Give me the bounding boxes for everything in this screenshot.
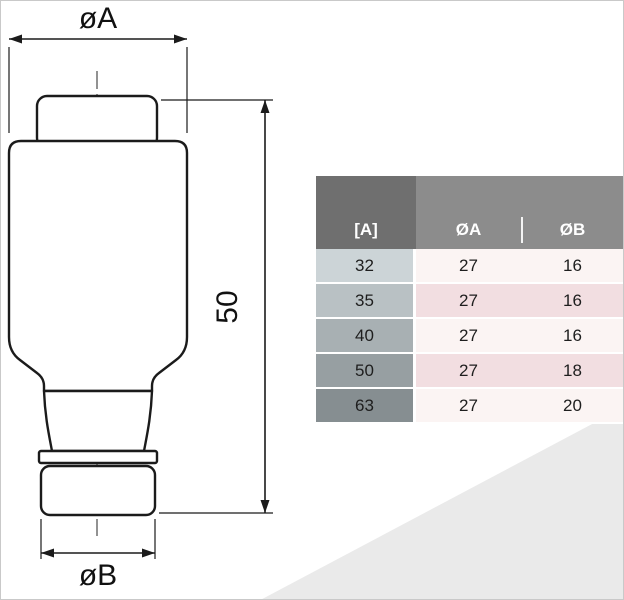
spec-table: [A] ØA ØB 32 27 16 35 27 16 40 27 16 50 … bbox=[316, 176, 623, 424]
table-cell-diameter-b: 20 bbox=[521, 389, 623, 424]
table-row: 32 27 16 bbox=[316, 249, 623, 284]
arrow-left-icon bbox=[9, 34, 22, 44]
table-cell-diameter-b: 18 bbox=[521, 354, 623, 389]
table-cell-diameter-b: 16 bbox=[521, 284, 623, 319]
arrow-left-icon bbox=[41, 548, 54, 558]
table-cell-diameter-a: 27 bbox=[416, 284, 521, 319]
table-row: 50 27 18 bbox=[316, 354, 623, 389]
table-header-row: [A] ØA ØB bbox=[316, 176, 623, 249]
table-row: 35 27 16 bbox=[316, 284, 623, 319]
fuse-body bbox=[7, 139, 189, 393]
table-cell-amps: 32 bbox=[316, 249, 416, 284]
table-cell-amps: 40 bbox=[316, 319, 416, 354]
arrow-right-icon bbox=[174, 34, 187, 44]
arrow-down-icon bbox=[260, 500, 270, 513]
fuse-neck bbox=[42, 389, 154, 453]
fuse-bottom-cap bbox=[39, 464, 157, 517]
dim-label-diameter-a: øA bbox=[79, 2, 117, 35]
table-cell-amps: 50 bbox=[316, 354, 416, 389]
table-cell-amps: 35 bbox=[316, 284, 416, 319]
table-header-diameter-a: ØA bbox=[416, 176, 521, 249]
table-cell-diameter-a: 27 bbox=[416, 389, 521, 424]
table-header-diameter-b: ØB bbox=[521, 176, 623, 249]
table-row: 40 27 16 bbox=[316, 319, 623, 354]
dim-label-diameter-b: øB bbox=[79, 559, 117, 592]
table-cell-diameter-b: 16 bbox=[521, 319, 623, 354]
dim-label-height: 50 bbox=[211, 290, 244, 323]
fuse-washer bbox=[37, 449, 159, 465]
arrow-up-icon bbox=[260, 100, 270, 113]
table-cell-diameter-a: 27 bbox=[416, 319, 521, 354]
table-cell-diameter-a: 27 bbox=[416, 249, 521, 284]
table-row: 63 27 20 bbox=[316, 389, 623, 424]
fuse-drawing: øA 50 øB bbox=[7, 2, 273, 592]
table-cell-diameter-a: 27 bbox=[416, 354, 521, 389]
table-header-amps: [A] bbox=[316, 176, 416, 249]
table-cell-amps: 63 bbox=[316, 389, 416, 424]
table-cell-diameter-b: 16 bbox=[521, 249, 623, 284]
arrow-right-icon bbox=[142, 548, 155, 558]
